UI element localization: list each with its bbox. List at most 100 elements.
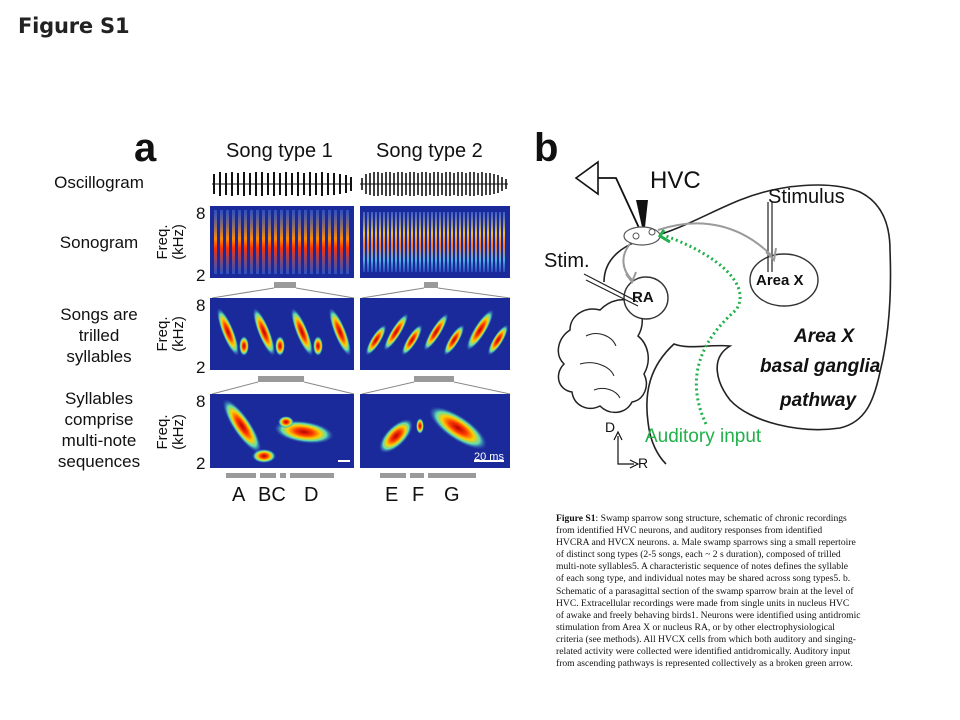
caption-line: from ascending pathways is represented c… [556, 658, 853, 670]
oscillogram-label: Oscillogram [54, 173, 144, 192]
axis-arrow-right [629, 459, 640, 469]
auditory-input-arrow [665, 234, 742, 425]
stimulus-electrode [767, 202, 773, 272]
caption-line-text: : Swamp sparrow song structure, schemati… [595, 513, 847, 524]
area-x-nucleus [749, 253, 819, 307]
selection-bar [414, 376, 454, 382]
y-tick-bottom: 2 [196, 454, 206, 473]
orientation-axes [617, 436, 634, 465]
caption-line: HVC. Extracellular recordings were made … [556, 597, 850, 609]
cerebellum-folds [579, 333, 621, 399]
freq-axis-label: Freq. (kHz) [154, 217, 187, 267]
sonogram-song-1 [210, 206, 354, 278]
trilled-label-line: trilled [78, 326, 120, 345]
scalebar-label: 20 ms [474, 451, 504, 463]
area-x-label: Area X [756, 272, 804, 289]
oscillogram-song-1 [212, 172, 352, 196]
selection-bar [258, 376, 304, 382]
song-type-1-label: Song type 1 [226, 140, 333, 162]
freq-axis-label-line: Freq. [154, 224, 171, 260]
trilled-label-line: syllables [66, 347, 132, 366]
freq-axis-label-line: (kHz) [170, 224, 187, 260]
y-tick-bottom: 2 [196, 266, 206, 285]
pathway-label-line-2: basal ganglia [760, 356, 881, 377]
caption-line: stimulation from Area X or nucleus RA, o… [556, 621, 835, 633]
multinote-spectrogram-song-1 [210, 394, 354, 468]
freq-axis-label-line: (kHz) [170, 316, 187, 352]
stim-label: Stim. [544, 250, 590, 272]
note-label-a: A [232, 484, 246, 506]
note-label-d: D [304, 484, 319, 506]
note-label-f: F [412, 484, 425, 506]
trilled-label-line: Songs are [60, 305, 138, 324]
hvc-to-ra-arrow [622, 243, 633, 281]
freq-axis-label-line: Freq. [154, 316, 171, 352]
y-tick-top: 8 [196, 296, 206, 315]
y-tick-bottom: 2 [196, 358, 206, 377]
zoom-connector [211, 381, 355, 395]
zoom-connector [361, 287, 511, 299]
note-label-bc: BC [258, 484, 286, 506]
multinote-spectrogram-song-2 [360, 394, 510, 468]
multinote-label: Syllables comprise multi-note sequences [44, 388, 154, 472]
freq-axis-label: Freq. (kHz) [154, 309, 187, 359]
trilled-spectrogram-song-2 [360, 298, 510, 370]
caption-label: Figure S1 [556, 513, 596, 524]
trilled-label: Songs are trilled syllables [44, 304, 154, 367]
caption-line: Figure S1: Swamp sparrow song structure,… [556, 513, 918, 525]
song-type-2-label: Song type 2 [376, 140, 483, 162]
auditory-arrow-head [657, 229, 671, 244]
hvc-cell [632, 232, 640, 240]
auditory-input-label: Auditory input [645, 426, 762, 447]
oscillogram-song-2 [360, 172, 508, 196]
multinote-label-line: Syllables [64, 389, 134, 408]
panel-a-letter: a [134, 126, 157, 170]
trilled-spectrogram-song-1 [210, 298, 354, 370]
hvc-cell [648, 228, 656, 236]
axis-arrow-up [613, 430, 623, 441]
stimulus-label: Stimulus [768, 186, 845, 208]
caption-line: multi-note syllables5. A characteristic … [556, 561, 848, 573]
sonogram-song-2 [360, 206, 510, 278]
hvc-to-area-x-arrow [657, 222, 773, 257]
brain-schematic [557, 160, 892, 469]
panel-b-letter: b [534, 126, 559, 170]
note-bars [226, 473, 476, 478]
caption-line: criteria (see methods). All HVCX cells f… [556, 633, 857, 645]
ra-nucleus [623, 276, 669, 320]
brain-outline [603, 184, 892, 465]
cerebellum-outline [557, 298, 650, 414]
electrode-wire [598, 177, 641, 231]
caption-line: HVCRA and HVCX neurons. a. Male swamp sp… [556, 537, 856, 549]
zoom-connector [211, 287, 355, 299]
freq-axis-label-line: (kHz) [170, 414, 187, 450]
axis-r-label: R [638, 455, 649, 471]
selection-bar [424, 282, 438, 288]
multinote-label-line: sequences [57, 452, 141, 471]
note-label-e: E [385, 484, 399, 506]
pathway-label-line-1: Area X [794, 326, 855, 347]
pathway-label-line-3: pathway [780, 390, 857, 411]
caption-line: from identified HVC neurons, and auditor… [556, 525, 823, 537]
multinote-label-line: multi-note [61, 431, 137, 450]
selection-bar [274, 282, 296, 288]
hvc-label: HVC [650, 167, 701, 194]
zoom-connector [361, 381, 511, 395]
caption-line: of each song type, and individual notes … [556, 573, 851, 585]
song-spectrogram-figure [210, 172, 511, 478]
axis-d-label: D [605, 419, 616, 435]
caption-line: Schematic of a parasagittal section of t… [556, 585, 854, 597]
figure-caption: Figure S1: Swamp sparrow song structure,… [556, 513, 918, 670]
caption-line: of awake and freely behaving birds1. Neu… [556, 609, 861, 621]
stim-electrode [583, 273, 639, 307]
multinote-label-line: comprise [64, 410, 134, 429]
y-tick-top: 8 [196, 204, 206, 223]
amplifier-icon [574, 160, 599, 196]
freq-axis-label-line: Freq. [154, 414, 171, 450]
sonogram-label: Sonogram [59, 233, 139, 252]
caption-line: related activity were collected were ide… [556, 646, 851, 658]
figure-title: Figure S1 [18, 14, 130, 38]
ra-label: RA [632, 289, 654, 306]
caption-line: of distinct song types (2-5 songs, each … [556, 549, 841, 561]
freq-axis-label: Freq. (kHz) [154, 407, 187, 457]
